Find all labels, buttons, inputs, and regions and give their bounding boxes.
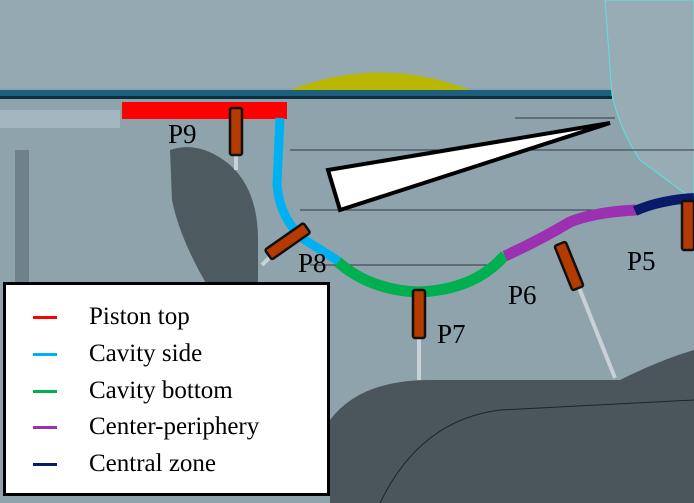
cavity-side-region (272, 117, 343, 266)
legend-swatch (33, 352, 57, 356)
pointer-triangle (325, 121, 611, 213)
left-rail (15, 150, 29, 300)
probe-p9 (228, 106, 244, 157)
legend-label: Piston top (89, 303, 190, 330)
left-ledge (0, 110, 120, 128)
legend-label: Center-periphery (89, 413, 260, 440)
probe-p7 (411, 288, 427, 340)
legend-label: Central zone (89, 450, 217, 477)
legend-swatch (33, 315, 57, 319)
legend-swatch (33, 462, 57, 466)
top-band-edge (0, 96, 612, 99)
probe-label-p8: P8 (298, 248, 327, 278)
probe-label-p5: P5 (627, 246, 656, 276)
bottom-body (330, 350, 694, 503)
legend: Piston top Cavity side Cavity bottom Cen… (3, 282, 330, 496)
piston-top-region (122, 102, 287, 119)
left-cavity (170, 147, 258, 290)
central-zone-region (632, 193, 694, 216)
upper-region (0, 0, 694, 88)
probe-label-p7: P7 (437, 319, 466, 349)
dome-shape (290, 72, 470, 90)
legend-label: Cavity side (89, 340, 203, 367)
top-band (0, 90, 612, 97)
legend-label: Cavity bottom (89, 377, 233, 404)
probe-label-p6: P6 (508, 280, 537, 310)
probe-p5 (680, 199, 694, 252)
bottom-contour (379, 399, 694, 503)
probe-p8 (264, 222, 311, 261)
probe-label-p9: P9 (168, 119, 197, 149)
legend-swatch (33, 389, 57, 393)
center-periphery-region (502, 204, 637, 262)
probe-p6 (553, 240, 585, 292)
legend-swatch (33, 425, 57, 429)
